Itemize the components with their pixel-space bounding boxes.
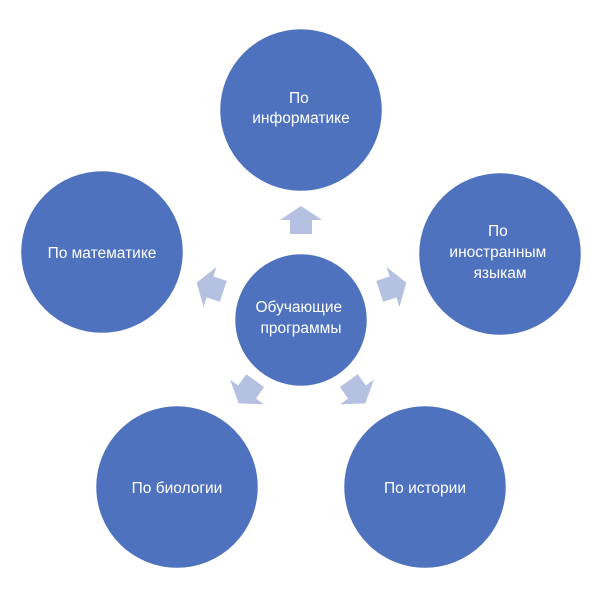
node-label-line: языкам bbox=[473, 265, 526, 282]
node-math: По математике bbox=[18, 168, 186, 336]
node-biology-label: По биологии bbox=[132, 480, 223, 497]
node-label-line: По bbox=[488, 223, 508, 240]
center-label-line: программы bbox=[261, 320, 342, 337]
arrow-to-history bbox=[339, 374, 374, 405]
node-label-line: По математике bbox=[48, 245, 157, 262]
center-node: Обучающие программы bbox=[232, 251, 370, 389]
node-label-line: иностранным bbox=[449, 244, 546, 261]
center-label: Обучающие программы bbox=[255, 299, 346, 337]
node-label-line: По истории bbox=[384, 480, 466, 497]
center-label-line: Обучающие bbox=[255, 299, 342, 316]
arrow-to-math bbox=[196, 267, 227, 307]
node-biology: По биологии bbox=[93, 403, 261, 571]
node-informatics-label: По информатике bbox=[252, 90, 349, 127]
node-history-label: По истории bbox=[384, 480, 466, 497]
arrow-to-informatics bbox=[280, 206, 322, 234]
node-informatics: По информатике bbox=[217, 26, 385, 194]
node-history: По истории bbox=[341, 403, 509, 571]
node-label-line: По bbox=[289, 90, 309, 107]
arrow-to-biology bbox=[230, 374, 265, 405]
node-languages: По иностранным языкам bbox=[416, 170, 584, 338]
arrow-to-languages bbox=[376, 267, 407, 307]
node-label-line: информатике bbox=[252, 110, 349, 127]
node-math-label: По математике bbox=[48, 245, 157, 262]
node-label-line: По биологии bbox=[132, 480, 223, 497]
node-languages-label: По иностранным языкам bbox=[449, 223, 550, 282]
